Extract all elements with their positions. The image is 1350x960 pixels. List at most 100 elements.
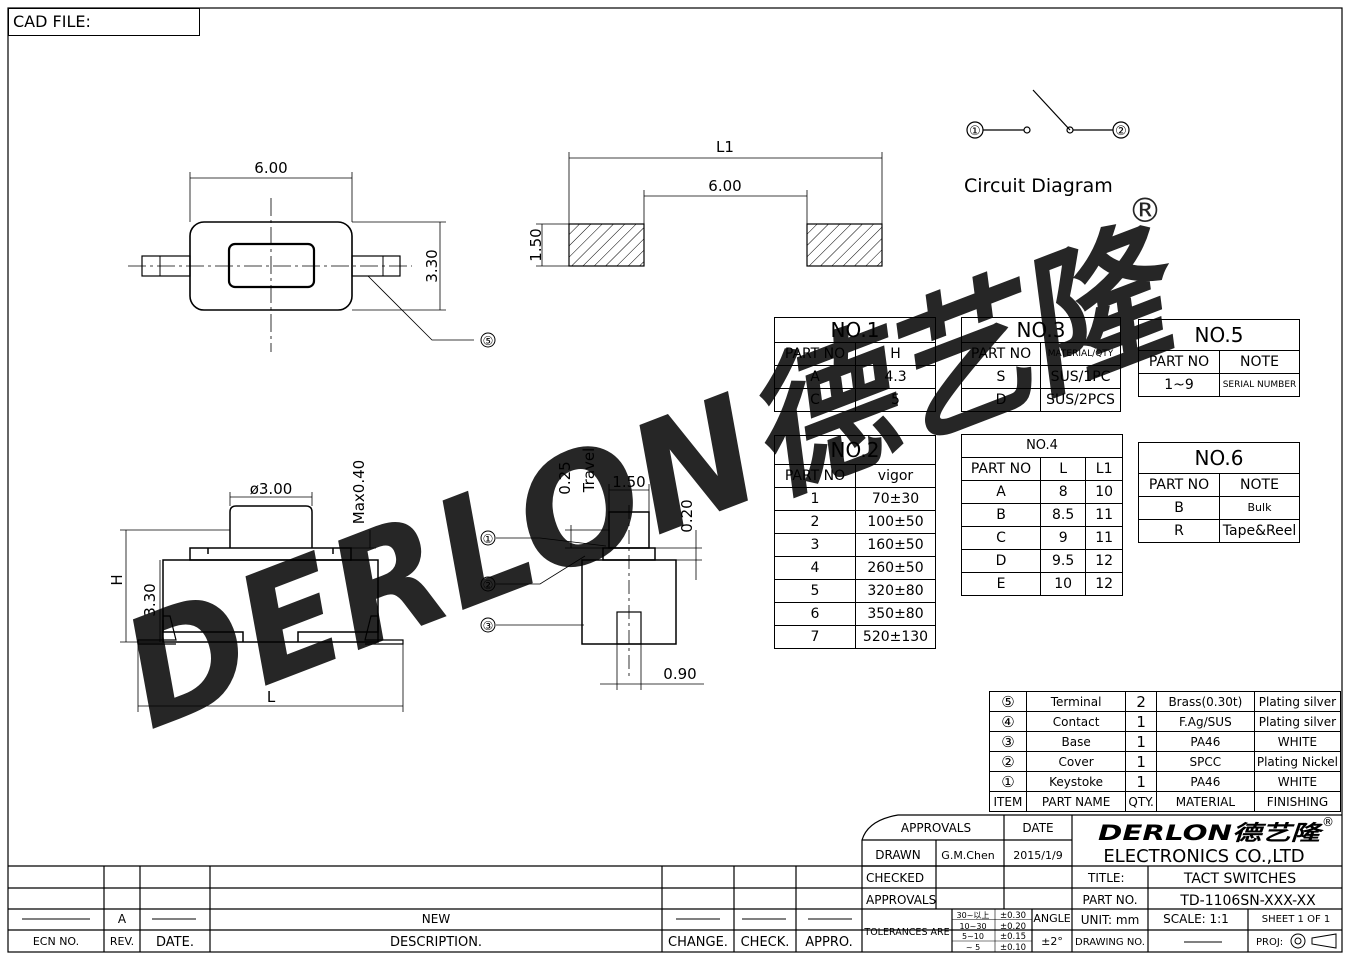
table-header: PART NO bbox=[1138, 473, 1220, 497]
table-cell: PA46 bbox=[1155, 771, 1255, 792]
tb-logo-reg: ® bbox=[1322, 815, 1334, 829]
dim-090: 0.90 bbox=[663, 665, 696, 683]
circuit-pin-2: ② bbox=[1115, 124, 1127, 139]
tb-angle-value: ±2° bbox=[1041, 935, 1063, 948]
tb-tol-value-2: ±0.20 bbox=[1000, 922, 1026, 932]
table-header: MATERIAL/QTY bbox=[1040, 342, 1121, 366]
watermark-registered: ® bbox=[1128, 191, 1162, 231]
table-cell: 1~9 bbox=[1138, 373, 1220, 397]
table-cell: 8 bbox=[1039, 480, 1087, 504]
title-block-grid bbox=[8, 814, 1342, 952]
tb-company: ELECTRONICS CO.,LTD bbox=[1103, 846, 1304, 867]
table-cell: 10 bbox=[1039, 572, 1087, 596]
tb-date-header: DATE bbox=[1022, 821, 1053, 835]
rev-header-ecn: ECN NO. bbox=[33, 935, 79, 948]
item-marker: ⑤ bbox=[989, 691, 1027, 712]
tb-title-value: TACT SWITCHES bbox=[1183, 871, 1296, 887]
top-view bbox=[128, 172, 496, 352]
tb-sheet: SHEET 1 OF 1 bbox=[1262, 914, 1331, 925]
tb-checked: CHECKED bbox=[866, 871, 924, 885]
table-header: FINISHING bbox=[1253, 791, 1342, 812]
callout-2-label: ② bbox=[483, 578, 494, 592]
dim-dia: ø3.00 bbox=[250, 480, 293, 498]
table-cell: 11 bbox=[1085, 526, 1123, 550]
tb-scale: SCALE: 1:1 bbox=[1163, 912, 1229, 926]
table-header: vigor bbox=[855, 464, 936, 488]
table-cell: Contact bbox=[1025, 711, 1127, 732]
tb-approvals-2: APPROVALS bbox=[866, 893, 936, 907]
table-cell: 7 bbox=[774, 625, 856, 649]
table-cell: PA46 bbox=[1155, 731, 1255, 752]
table-cell: 9 bbox=[1039, 526, 1087, 550]
tb-tol-range-2: 10~30 bbox=[959, 922, 986, 931]
table-header: QTY. bbox=[1125, 791, 1157, 812]
table-cell: SUS/1PC bbox=[1040, 365, 1121, 389]
tb-tol-range-4: ~ 5 bbox=[966, 943, 980, 952]
table-cell: 5 bbox=[774, 579, 856, 603]
table-cell: SUS/2PCS bbox=[1040, 388, 1121, 412]
rev-header-change: CHANGE. bbox=[668, 935, 728, 950]
callout-3-label: ③ bbox=[483, 619, 494, 633]
item-marker: ② bbox=[989, 751, 1027, 772]
table-cell: B bbox=[1138, 496, 1220, 520]
item-marker: ④ bbox=[989, 711, 1027, 732]
circuit-pin-1: ① bbox=[969, 124, 981, 139]
circuit-diagram-label: Circuit Diagram bbox=[964, 175, 1113, 197]
front-view bbox=[480, 484, 704, 690]
callout-5-label: ⑤ bbox=[483, 334, 494, 348]
table-cell: 520±130 bbox=[855, 625, 936, 649]
dim-top-height: 3.30 bbox=[423, 249, 441, 282]
callout-1-label: ① bbox=[483, 532, 494, 546]
tb-drawn-by: G.M.Chen bbox=[941, 849, 994, 862]
table-header: PART NO bbox=[1138, 350, 1220, 374]
tb-drawing-no: DRAWING NO. bbox=[1075, 937, 1145, 948]
dim-020: 0.20 bbox=[678, 499, 696, 532]
table-cell: S bbox=[961, 365, 1041, 389]
table-cell: 260±50 bbox=[855, 556, 936, 580]
table-header: PART NAME bbox=[1025, 791, 1127, 812]
table-title: NO.4 bbox=[961, 434, 1123, 458]
table-cell: Tape&Reel bbox=[1219, 519, 1300, 543]
rev-header-check: CHECK. bbox=[741, 935, 790, 950]
table-cell: 160±50 bbox=[855, 533, 936, 557]
tb-approvals: APPROVALS bbox=[901, 821, 971, 835]
dim-pad-height: 1.50 bbox=[527, 228, 545, 261]
table-cell: SERIAL NUMBER bbox=[1219, 373, 1300, 397]
circuit-diagram bbox=[966, 89, 1130, 139]
dim-l1: L1 bbox=[716, 138, 734, 156]
tb-title-label: TITLE: bbox=[1087, 871, 1125, 885]
dim-side-height: 3.30 bbox=[141, 583, 159, 616]
table-header: H bbox=[855, 342, 936, 366]
tb-logo: DERLON德艺隆 bbox=[1098, 821, 1324, 845]
tb-tol-value-4: ±0.10 bbox=[1000, 943, 1026, 953]
table-header: PART NO bbox=[774, 342, 856, 366]
table-cell: 5 bbox=[855, 388, 936, 412]
tb-tol-value-3: ±0.15 bbox=[1000, 932, 1026, 942]
table-cell: Keystoke bbox=[1025, 771, 1127, 792]
table-cell: 350±80 bbox=[855, 602, 936, 626]
table-cell: 12 bbox=[1085, 572, 1123, 596]
